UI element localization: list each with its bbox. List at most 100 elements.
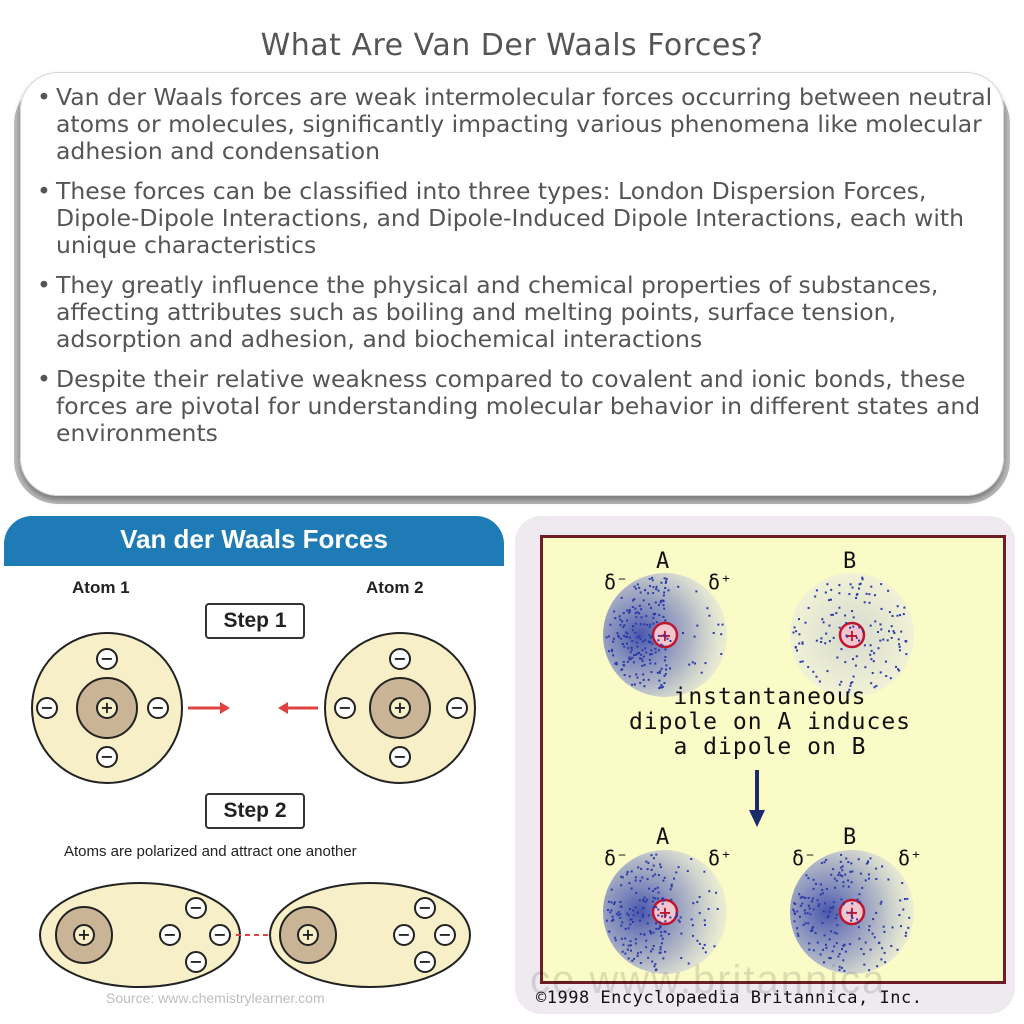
electron-dot — [815, 675, 818, 678]
electron-dot — [890, 636, 893, 639]
electron-dot — [883, 951, 886, 954]
electron-dot — [830, 588, 833, 591]
electron-dot — [864, 941, 867, 944]
electron-dot — [661, 897, 664, 900]
caption-line-2: dipole on A induces — [628, 709, 912, 735]
electron-dot — [870, 682, 873, 685]
electron-dot — [830, 873, 833, 876]
electron-dot — [819, 893, 822, 896]
electron-dot — [657, 604, 660, 607]
electron-dot — [640, 867, 643, 870]
electron-dot — [661, 685, 664, 688]
electron-dot — [793, 910, 796, 913]
electron-dot — [655, 922, 657, 925]
electron-dot — [693, 635, 696, 638]
electron-dot — [662, 899, 665, 902]
electron-dot — [692, 902, 695, 905]
electron-dot — [677, 919, 680, 922]
electron-dot — [882, 638, 885, 641]
electron-dot — [626, 871, 629, 873]
electron-dot — [620, 668, 623, 671]
electron-dot — [660, 667, 663, 670]
electron-dot — [817, 905, 820, 908]
electron-dot — [637, 635, 640, 638]
electron-dot — [802, 923, 805, 926]
electron-dot — [675, 911, 678, 914]
electron-dot — [822, 910, 825, 913]
electron-dot — [641, 876, 644, 879]
electron-dot — [811, 927, 814, 930]
electron-dot — [688, 663, 691, 666]
electron-dot — [820, 641, 823, 643]
electron-dot — [660, 581, 663, 584]
electron-dot — [832, 905, 835, 908]
electron-dot — [646, 878, 649, 881]
electron-dot — [619, 916, 622, 919]
electron-dot — [657, 874, 660, 877]
electron-dot — [654, 647, 657, 650]
electron-dot — [821, 922, 824, 924]
electron-dot — [827, 915, 830, 918]
source-credit: Source: www.chemistrylearner.com — [106, 990, 325, 1006]
electron-dot — [868, 925, 871, 928]
electron-dot — [686, 870, 689, 873]
electron-dot — [654, 963, 657, 966]
electron-dot — [898, 649, 901, 652]
electron-dot — [617, 911, 620, 914]
electron-dot — [664, 581, 667, 584]
electron-dot — [851, 870, 854, 873]
electron-dot — [619, 623, 622, 626]
electron-dot — [623, 635, 626, 637]
electron-dot — [851, 902, 854, 905]
electron-dot — [605, 919, 608, 922]
electron-dot — [901, 882, 904, 884]
electron-dot — [805, 874, 808, 877]
electron-dot — [626, 632, 629, 635]
electron-dot — [655, 588, 658, 591]
electron-dot — [650, 649, 653, 652]
electron-dot — [654, 651, 657, 654]
electron-dot — [640, 608, 643, 611]
electron-dot — [896, 614, 899, 617]
electron-dot — [898, 914, 901, 917]
electron-dot — [622, 660, 625, 663]
electron-dot — [900, 630, 903, 633]
electron-dot — [626, 660, 629, 663]
electron-dot — [664, 648, 667, 651]
electron-dot — [634, 607, 637, 610]
electron-dot — [646, 922, 649, 925]
electron-dot — [855, 597, 858, 599]
electron-dot — [645, 946, 648, 949]
electron-dot — [807, 904, 810, 907]
electron-dot — [801, 902, 804, 905]
electron-dot — [659, 926, 662, 929]
electron-dot — [692, 934, 694, 937]
electron-dot — [635, 892, 638, 894]
electron-dot — [846, 635, 849, 638]
electron-dot — [649, 930, 652, 933]
electron-dot — [631, 629, 634, 632]
electron-dot — [905, 653, 908, 656]
electron-dot — [626, 635, 629, 638]
atom1-step1: + − − − − — [31, 632, 183, 784]
electron-dot — [875, 911, 878, 914]
diagram-banner-title: Van der Waals Forces — [120, 524, 388, 554]
electron-dot — [617, 914, 620, 917]
electron-dot — [907, 926, 910, 929]
electron-dot — [856, 898, 859, 901]
electron-dot — [641, 664, 644, 667]
electron-dot — [652, 931, 655, 934]
electron-dot — [816, 941, 819, 944]
electron-dot — [844, 950, 847, 953]
electron-dot — [623, 645, 626, 648]
electron-dot — [793, 626, 796, 629]
electron-dot — [873, 686, 876, 689]
electron-dot — [868, 929, 870, 932]
electron-dot — [636, 952, 639, 955]
electron-dot — [639, 623, 642, 626]
svg-text:−: − — [418, 952, 431, 971]
electron-dot — [619, 905, 622, 908]
electron-dot — [628, 656, 631, 659]
electron-dot — [823, 961, 825, 964]
electron-dot — [636, 645, 639, 648]
